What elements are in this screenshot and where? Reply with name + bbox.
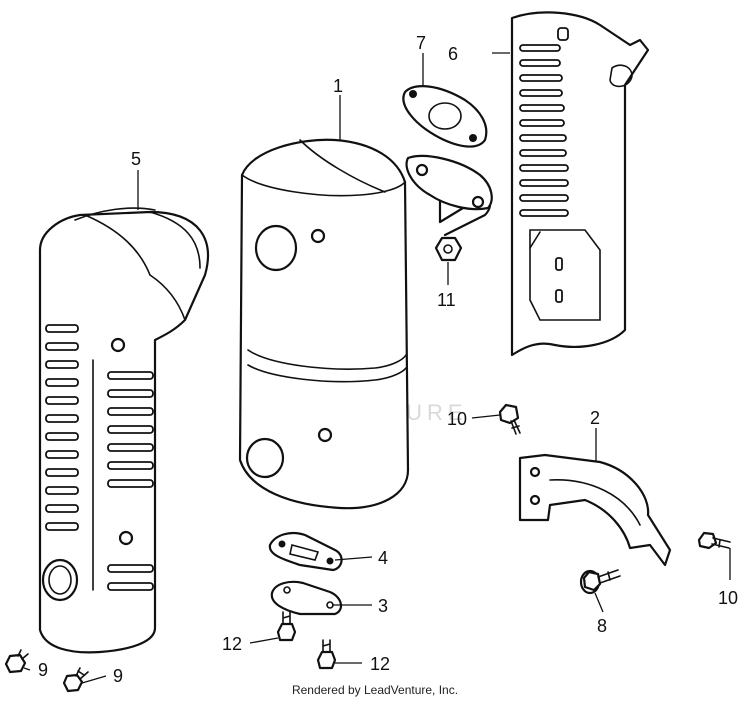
callout-12-lower: 12 <box>370 654 390 674</box>
part-9-bolt-mid <box>62 667 89 693</box>
callout-2: 2 <box>590 408 600 428</box>
callout-10-right: 10 <box>718 588 738 608</box>
part-2-bracket <box>518 453 672 567</box>
part-8-bolt <box>579 569 621 595</box>
callout-5: 5 <box>131 149 141 169</box>
part-10-bolt-upper <box>498 403 521 435</box>
callout-4: 4 <box>378 548 388 568</box>
callout-9-mid: 9 <box>113 666 123 686</box>
callouts: 1 2 3 4 5 6 7 8 9 9 10 10 11 12 12 <box>38 33 738 686</box>
callout-12-upper: 12 <box>222 634 242 654</box>
part-4-plate <box>268 531 343 572</box>
callout-11: 11 <box>437 290 456 310</box>
callout-8: 8 <box>597 616 607 636</box>
part-5-heat-shield <box>38 207 210 654</box>
callout-3: 3 <box>378 596 388 616</box>
render-credit: Rendered by LeadVenture, Inc. <box>291 683 459 697</box>
leader-lines <box>23 52 731 684</box>
part-11-nut <box>434 236 463 262</box>
callout-6: 6 <box>448 44 458 64</box>
callout-1: 1 <box>333 76 343 96</box>
part-3-plate <box>270 580 343 616</box>
part-1-muffler <box>238 138 493 510</box>
part-12-bolt-upper <box>276 611 297 642</box>
part-12-bolt-lower <box>316 639 337 670</box>
part-9-bolt-left <box>4 649 29 674</box>
callout-10-upper: 10 <box>447 409 467 429</box>
part-10-bolt-right <box>697 531 731 550</box>
callout-7: 7 <box>416 33 426 53</box>
callout-9-left: 9 <box>38 660 48 680</box>
part-7-gasket <box>402 85 488 148</box>
part-6-rear-shield <box>510 11 650 357</box>
